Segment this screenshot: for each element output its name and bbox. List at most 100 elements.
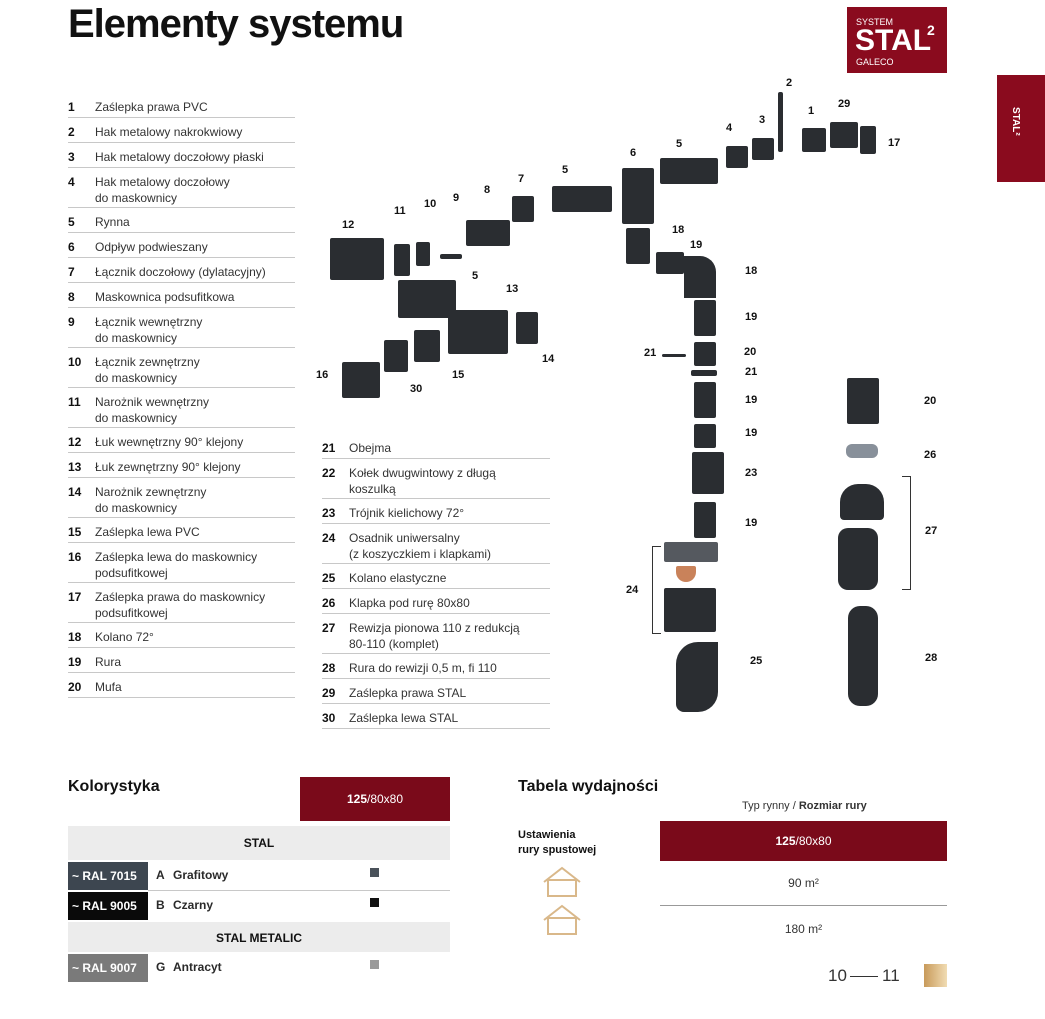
legend-divider [322,458,550,459]
capacity-value: 90 m² [788,876,819,890]
part-end-cap [342,362,380,398]
part-gutter [660,158,718,184]
legend-text: Rewizja pionowa 110 z redukcją [349,621,520,635]
legend-text-line2: do maskownicy [95,501,178,515]
legend-number: 25 [322,571,336,585]
capacity-col-hint: Typ rynny / Rozmiar rury [742,800,867,812]
legend-number: 24 [322,531,336,545]
colors-group-stal: STAL [243,836,275,850]
part-number-label: 18 [745,265,758,277]
part-pipe [626,228,650,264]
legend-divider [322,613,550,614]
legend-divider [68,232,295,233]
legend-text-line2: 80-110 (komplet) [349,637,439,651]
part-number-label: 26 [924,449,937,461]
legend-number: 12 [68,435,82,449]
part-hook-rafter [778,92,783,152]
legend-text: Łuk wewnętrzny 90° klejony [95,435,244,449]
part-number-label: 19 [745,517,758,529]
legend-divider [322,498,550,499]
col-hint-b: Rozmiar rury [798,800,867,812]
part-socket [694,342,716,366]
part-hook [726,146,748,168]
legend-text: Kolano 72° [95,630,154,644]
legend-divider [322,523,550,524]
part-inspection [838,528,878,590]
part-number-label: 12 [342,219,355,231]
legend-number: 5 [68,215,75,229]
part-number-label: 6 [630,147,637,159]
page-number-dash [850,976,878,977]
legend-text: Zaślepka prawa STAL [349,686,467,700]
color-name: Antracyt [173,960,222,974]
legend-number: 22 [322,466,336,480]
colors-group-band [68,826,450,860]
legend-text: Łącznik doczołowy (dylatacyjny) [95,265,266,279]
legend-text: Rura do rewizji 0,5 m, fi 110 [349,661,497,675]
part-number-label: 1 [808,105,815,117]
legend-text: Klapka pod rurę 80x80 [349,596,470,610]
legend-number: 9 [68,315,75,329]
part-basket [676,566,696,582]
legend-number: 30 [322,711,336,725]
part-soffit [466,220,510,246]
legend-divider [322,703,550,704]
part-end-cap [384,340,408,372]
page-title: Elementy systemu [68,2,404,46]
part-number-label: 13 [506,283,519,295]
color-name: Czarny [173,898,214,912]
part-elbow [684,256,716,298]
legend-divider [68,307,295,308]
legend-divider [322,653,550,654]
part-hook [752,138,774,160]
part-corner [516,312,538,344]
part-number-label: 21 [745,366,758,378]
row-head-1: Ustawienia [518,829,576,841]
capacity-size-header: 125/80x80 [660,821,947,861]
legend-number: 6 [68,240,75,254]
part-number-label: 23 [745,467,758,479]
legend-text: Osadnik uniwersalny [349,531,460,545]
legend-number: 16 [68,550,82,564]
legend-number: 4 [68,175,75,189]
legend-divider [68,142,295,143]
part-connector [440,254,462,259]
part-number-label: 20 [924,395,937,407]
part-number-label: 9 [453,192,460,204]
legend-text-line2: podsufitkowej [95,566,168,580]
legend-divider [322,588,550,589]
legend-number: 2 [68,125,75,139]
part-pipe [694,382,716,418]
color-row: ~ RAL 9007 G Antracyt [68,954,450,982]
part-number-label: 28 [925,652,938,664]
legend-text: Narożnik zewnętrzny [95,485,207,499]
part-number-label: 27 [925,525,938,537]
legend-divider [68,117,295,118]
part-pipe [694,300,716,336]
part-number-label: 25 [750,655,763,667]
part-number-label: 5 [676,138,683,150]
legend-number: 26 [322,596,336,610]
part-number-label: 19 [745,311,758,323]
bracket-24 [652,546,661,634]
capacity-heading: Tabela wydajności [518,778,659,795]
logo-superscript: 2 [927,22,935,38]
part-number-label: 19 [745,394,758,406]
colors-heading: Kolorystyka [68,778,160,795]
legend-number: 8 [68,290,75,304]
legend-number: 29 [322,686,336,700]
legend-divider [68,517,295,518]
color-name: Grafitowy [173,868,229,882]
row-head-2: rury spustowej [518,844,597,856]
legend-text: Trójnik kielichowy 72° [349,506,465,520]
part-end-cap [860,126,876,154]
part-pipe-110 [848,606,878,706]
part-filter-grid [664,542,718,562]
page-number-right: 11 [882,966,900,985]
size-bold: 125 [775,834,796,848]
legend-text-line2: podsufitkowej [95,606,168,620]
page-number-left: 10 [828,966,847,985]
part-socket [847,378,879,424]
part-number-label: 30 [410,383,423,395]
part-number-label: 8 [484,184,491,196]
